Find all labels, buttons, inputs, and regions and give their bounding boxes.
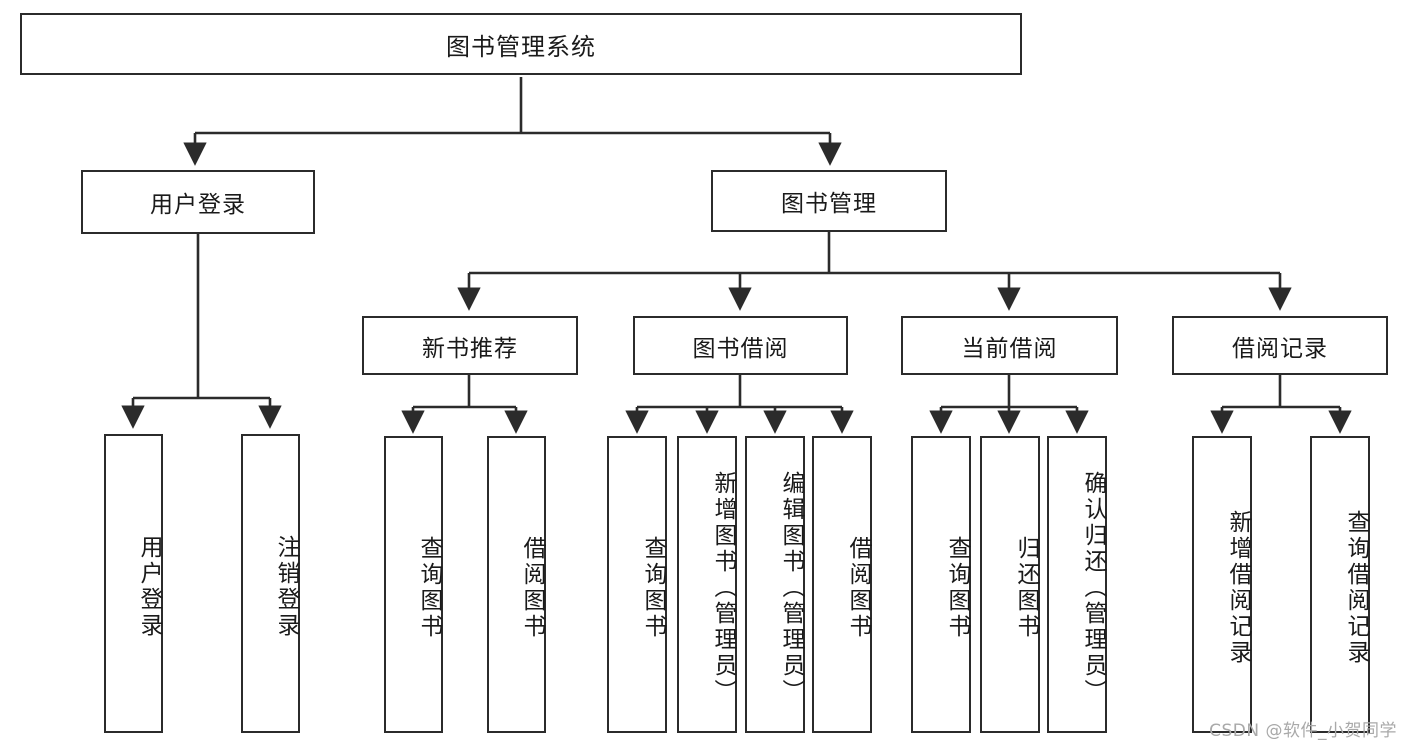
node-leaf-query-book-2-label: 查询图书	[640, 535, 666, 640]
node-book-borrow[interactable]: 图书借阅	[633, 316, 848, 375]
node-user-login[interactable]: 用户登录	[81, 170, 315, 234]
node-user-login-label: 用户登录	[150, 192, 246, 218]
node-leaf-query-book-3[interactable]: 查询图书	[911, 436, 971, 733]
node-leaf-add-record[interactable]: 新增借阅记录	[1192, 436, 1252, 733]
node-leaf-confirm-return[interactable]: 确认归还（管理员）	[1047, 436, 1107, 733]
node-leaf-return-book[interactable]: 归还图书	[980, 436, 1040, 733]
node-borrow-record-label: 借阅记录	[1232, 335, 1328, 362]
node-new-book-rec[interactable]: 新书推荐	[362, 316, 578, 375]
node-root-label: 图书管理系统	[446, 32, 596, 61]
node-leaf-confirm-return-label: 确认归还（管理员）	[1080, 470, 1106, 705]
node-leaf-user-logout-label: 注销登录	[273, 534, 299, 639]
node-leaf-return-book-label: 归还图书	[1013, 535, 1039, 640]
node-leaf-query-book-3-label: 查询图书	[944, 535, 970, 640]
watermark: CSDN @软件_小贺同学	[1209, 721, 1397, 741]
node-leaf-query-record-label: 查询借阅记录	[1343, 509, 1369, 666]
node-leaf-borrow-book-1[interactable]: 借阅图书	[487, 436, 546, 733]
node-leaf-edit-book[interactable]: 编辑图书（管理员）	[745, 436, 805, 733]
node-current-borrow[interactable]: 当前借阅	[901, 316, 1118, 375]
node-leaf-borrow-book-2[interactable]: 借阅图书	[812, 436, 872, 733]
node-leaf-user-logout[interactable]: 注销登录	[241, 434, 300, 733]
node-root[interactable]: 图书管理系统	[20, 13, 1022, 75]
node-book-manage[interactable]: 图书管理	[711, 170, 947, 232]
node-leaf-user-login[interactable]: 用户登录	[104, 434, 163, 733]
node-book-manage-label: 图书管理	[781, 191, 877, 217]
node-leaf-query-book-1[interactable]: 查询图书	[384, 436, 443, 733]
node-leaf-add-record-label: 新增借阅记录	[1225, 509, 1251, 666]
node-leaf-borrow-book-2-label: 借阅图书	[845, 535, 871, 640]
node-leaf-query-book-1-label: 查询图书	[416, 535, 442, 640]
node-book-borrow-label: 图书借阅	[692, 335, 789, 362]
node-current-borrow-label: 当前借阅	[961, 335, 1058, 362]
node-leaf-query-record[interactable]: 查询借阅记录	[1310, 436, 1370, 733]
node-leaf-query-book-2[interactable]: 查询图书	[607, 436, 667, 733]
node-leaf-add-book-label: 新增图书（管理员）	[710, 470, 736, 705]
node-new-book-rec-label: 新书推荐	[422, 335, 518, 362]
node-leaf-user-login-label: 用户登录	[136, 534, 162, 639]
node-leaf-add-book[interactable]: 新增图书（管理员）	[677, 436, 737, 733]
node-borrow-record[interactable]: 借阅记录	[1172, 316, 1388, 375]
node-leaf-edit-book-label: 编辑图书（管理员）	[778, 470, 804, 705]
node-leaf-borrow-book-1-label: 借阅图书	[519, 535, 545, 640]
